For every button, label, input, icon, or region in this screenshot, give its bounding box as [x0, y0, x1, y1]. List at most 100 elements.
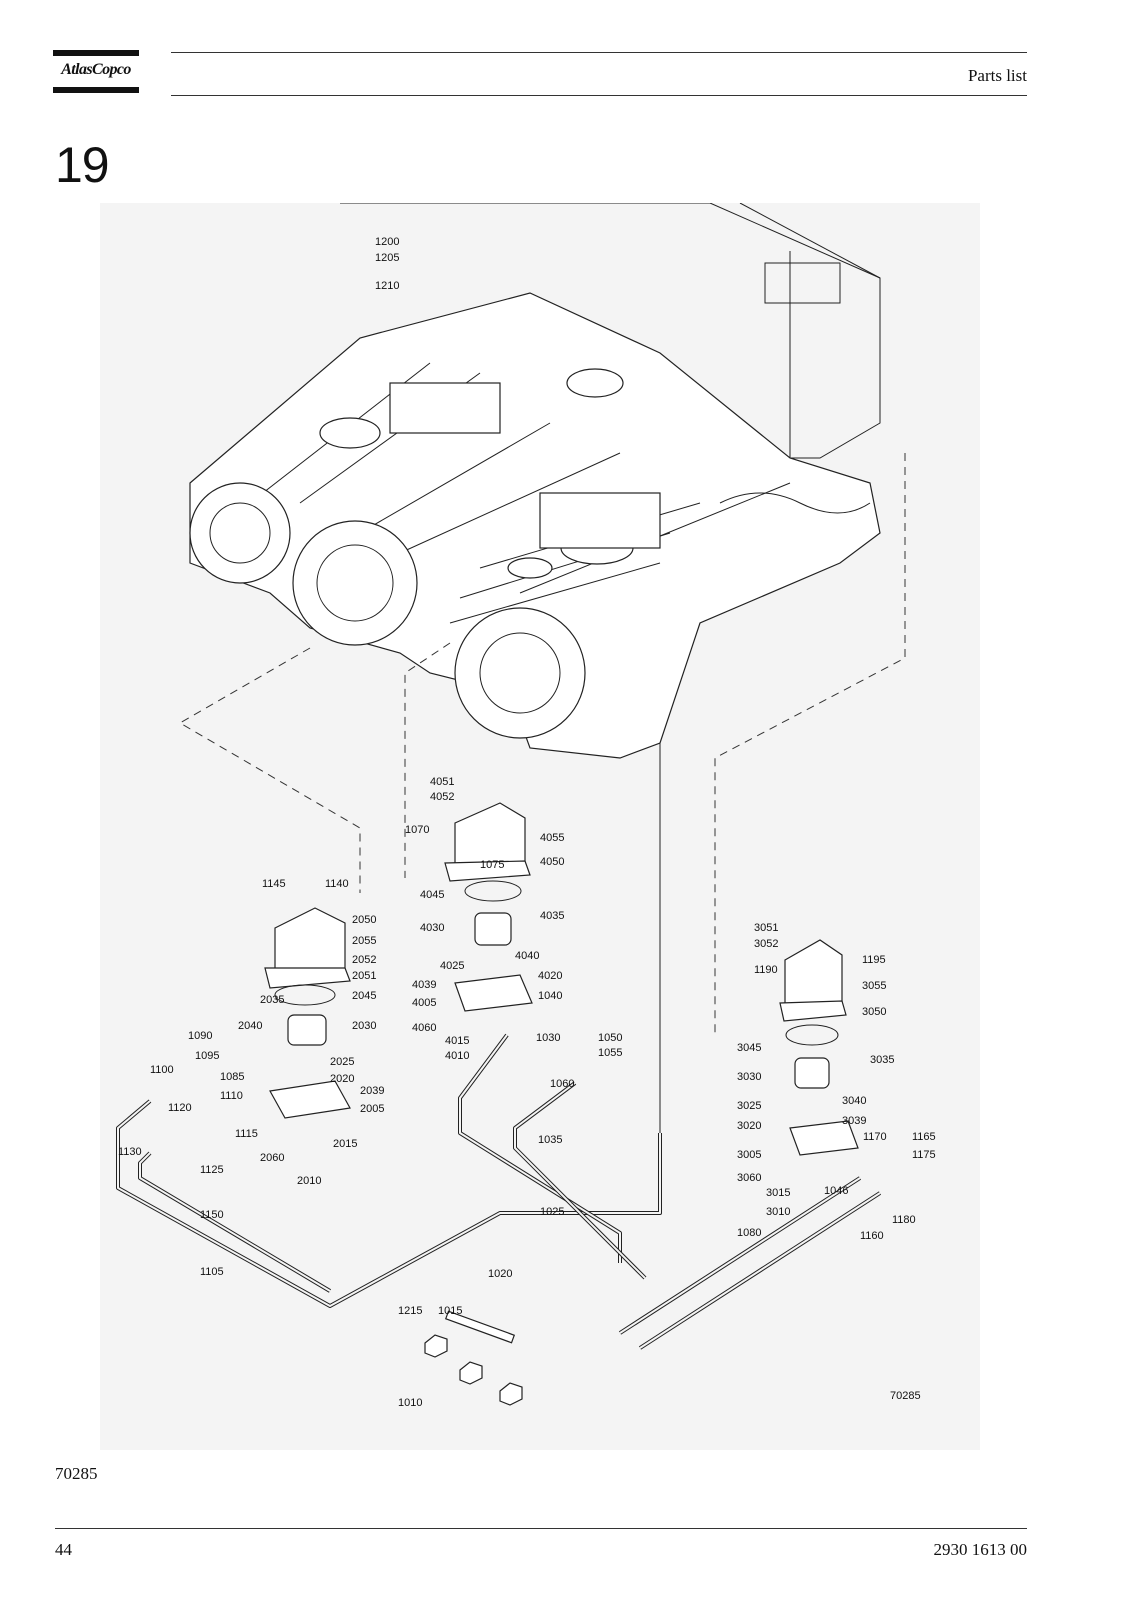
part-label-1046: 1046	[824, 1185, 848, 1197]
part-label-1060: 1060	[550, 1078, 574, 1090]
part-label-4010: 4010	[445, 1050, 469, 1062]
part-label-4035: 4035	[540, 910, 564, 922]
part-label-1210: 1210	[375, 280, 399, 292]
part-label-3030: 3030	[737, 1071, 761, 1083]
part-label-2020: 2020	[330, 1073, 354, 1085]
logo-wordmark: AtlasCopco	[61, 61, 131, 78]
mount-left-illustration	[264, 907, 351, 1119]
page-number: 44	[55, 1540, 72, 1559]
part-label-4025: 4025	[440, 960, 464, 972]
part-label-2010: 2010	[297, 1175, 321, 1187]
mount-right-illustration	[779, 939, 859, 1156]
part-label-1205: 1205	[375, 252, 399, 264]
part-label-1040: 1040	[538, 990, 562, 1002]
part-label-1195: 1195	[862, 954, 886, 966]
cabinet-illustration	[340, 203, 881, 459]
dashed-guide-lines	[179, 453, 906, 1033]
mount-center-illustration	[444, 802, 533, 1012]
part-label-2039: 2039	[360, 1085, 384, 1097]
logo-bar-top	[53, 50, 139, 56]
part-label-4030: 4030	[420, 922, 444, 934]
logo-bar-bottom	[53, 87, 139, 93]
part-label-1145: 1145	[262, 878, 286, 890]
part-label-1095: 1095	[195, 1050, 219, 1062]
part-label-3052: 3052	[754, 938, 778, 950]
part-label-2060: 2060	[260, 1152, 284, 1164]
part-label-1020: 1020	[488, 1268, 512, 1280]
part-label-1035: 1035	[538, 1134, 562, 1146]
part-label-1160: 1160	[860, 1230, 884, 1242]
part-label-3010: 3010	[766, 1206, 790, 1218]
part-label-4015: 4015	[445, 1035, 469, 1047]
part-label-2005: 2005	[360, 1103, 384, 1115]
header-rule-top	[171, 52, 1027, 53]
part-label-3055: 3055	[862, 980, 886, 992]
part-label-2040: 2040	[238, 1020, 262, 1032]
part-label-1070: 1070	[405, 824, 429, 836]
part-label-3060: 3060	[737, 1172, 761, 1184]
part-label-2015: 2015	[333, 1138, 357, 1150]
atlas-copco-logo: AtlasCopco	[53, 50, 139, 94]
part-label-4040: 4040	[515, 950, 539, 962]
part-label-1105: 1105	[200, 1266, 224, 1278]
part-label-1190: 1190	[754, 964, 778, 976]
part-label-2030: 2030	[352, 1020, 376, 1032]
part-label-1140: 1140	[325, 878, 349, 890]
document-number: 2930 1613 00	[933, 1540, 1028, 1559]
part-label-4051: 4051	[430, 776, 454, 788]
part-label-2055: 2055	[352, 935, 376, 947]
part-label-2025: 2025	[330, 1056, 354, 1068]
part-label-1075: 1075	[480, 859, 504, 871]
drawing-stamp: 70285	[890, 1390, 921, 1402]
part-label-2045: 2045	[352, 990, 376, 1002]
part-label-1150: 1150	[200, 1209, 224, 1221]
part-label-1215: 1215	[398, 1305, 422, 1317]
part-label-3020: 3020	[737, 1120, 761, 1132]
part-label-3045: 3045	[737, 1042, 761, 1054]
header-rule-bottom	[171, 95, 1027, 96]
part-label-4060: 4060	[412, 1022, 436, 1034]
chapter-number: 19	[55, 137, 110, 193]
part-label-3039: 3039	[842, 1115, 866, 1127]
section-title: Parts list	[967, 66, 1027, 85]
part-label-2051: 2051	[352, 970, 376, 982]
part-label-1110: 1110	[220, 1090, 243, 1102]
part-label-1050: 1050	[598, 1032, 622, 1044]
part-label-4020: 4020	[538, 970, 562, 982]
part-label-1165: 1165	[912, 1131, 936, 1143]
part-label-4039: 4039	[412, 979, 436, 991]
part-label-2050: 2050	[352, 914, 376, 926]
part-label-3040: 3040	[842, 1095, 866, 1107]
part-label-1010: 1010	[398, 1397, 422, 1409]
part-label-1115: 1115	[235, 1128, 258, 1140]
part-label-3015: 3015	[766, 1187, 790, 1199]
part-label-1090: 1090	[188, 1030, 212, 1042]
part-label-1055: 1055	[598, 1047, 622, 1059]
footer-rule	[55, 1528, 1027, 1529]
part-label-1080: 1080	[737, 1227, 761, 1239]
part-label-1120: 1120	[168, 1102, 192, 1114]
figure-reference: 70285	[55, 1464, 98, 1483]
part-label-4045: 4045	[420, 889, 444, 901]
part-label-3050: 3050	[862, 1006, 886, 1018]
piping-illustration	[116, 1033, 882, 1406]
part-label-3005: 3005	[737, 1149, 761, 1161]
part-label-4055: 4055	[540, 832, 564, 844]
part-label-3025: 3025	[737, 1100, 761, 1112]
part-label-4005: 4005	[412, 997, 436, 1009]
part-label-1170: 1170	[863, 1131, 887, 1143]
part-label-1200: 1200	[375, 236, 399, 248]
part-label-1180: 1180	[892, 1214, 916, 1226]
part-label-1085: 1085	[220, 1071, 244, 1083]
part-label-1030: 1030	[536, 1032, 560, 1044]
part-label-1125: 1125	[200, 1164, 224, 1176]
compressor-block-illustration	[189, 292, 881, 1213]
part-label-2035: 2035	[260, 994, 284, 1006]
part-label-3051: 3051	[754, 922, 778, 934]
part-label-4052: 4052	[430, 791, 454, 803]
part-label-1025: 1025	[540, 1206, 564, 1218]
part-label-2052: 2052	[352, 954, 376, 966]
